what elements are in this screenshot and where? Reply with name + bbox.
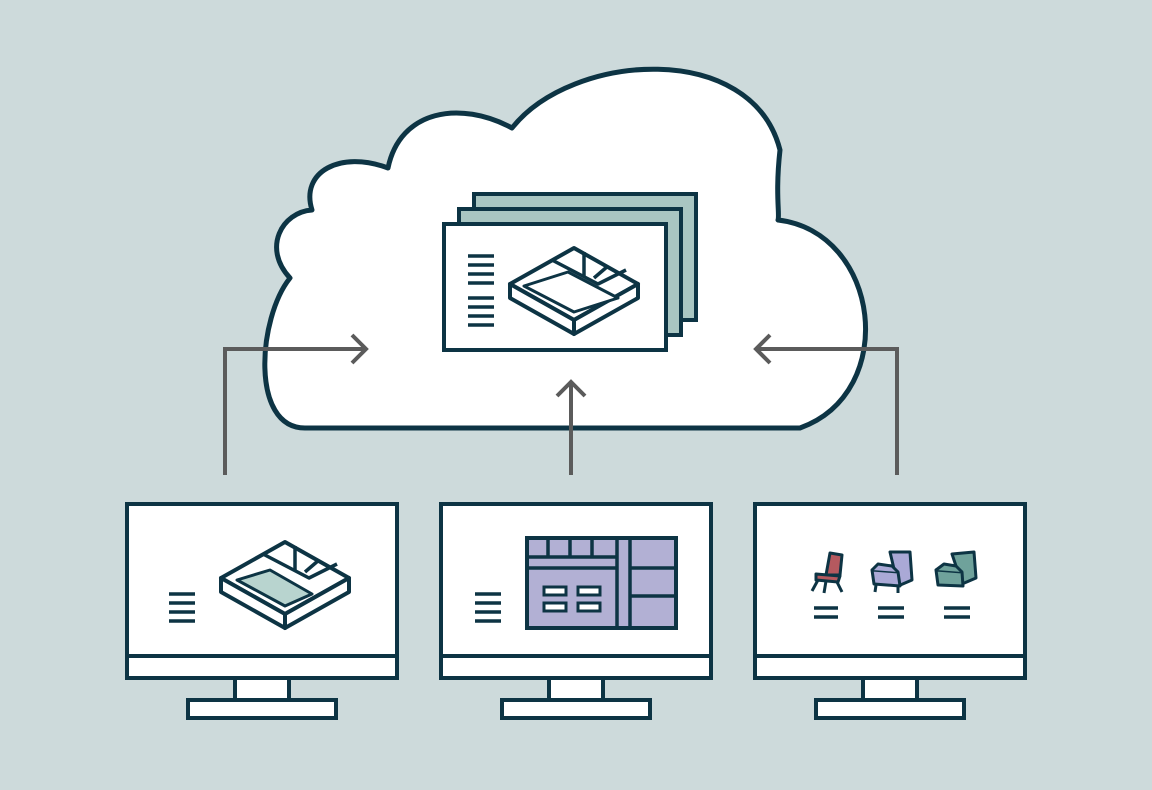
monitor-left-base	[186, 698, 338, 720]
tray-3d-icon	[219, 540, 351, 630]
monitor-right-neck	[861, 676, 919, 702]
monitor-right	[753, 502, 1027, 720]
monitor-right-screen	[753, 502, 1027, 680]
chair-labels	[814, 606, 970, 619]
monitor-left	[125, 502, 399, 720]
left-arrow	[223, 333, 369, 475]
chair-lavender-icon	[870, 550, 914, 593]
chair-teal-icon	[934, 550, 978, 588]
right-arrow	[753, 333, 899, 475]
monitor-center-base	[500, 698, 652, 720]
monitor-right-base	[814, 698, 966, 720]
monitor-left-neck	[233, 676, 291, 702]
chairs-icon	[810, 550, 978, 594]
chair-red-icon	[810, 551, 844, 594]
layered-documents-with-tray-icon	[442, 192, 698, 352]
floor-plan-icon	[525, 536, 678, 630]
center-arrow	[555, 379, 587, 475]
monitor-center-neck	[547, 676, 605, 702]
monitor-center	[439, 502, 713, 720]
